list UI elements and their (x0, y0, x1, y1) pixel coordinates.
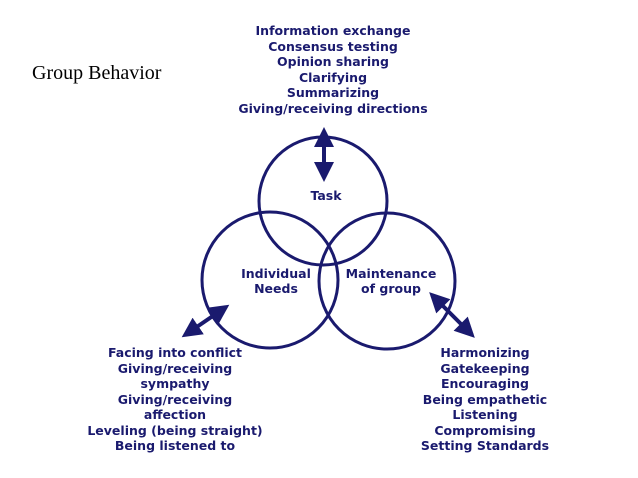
maintenance-behavior-item: Gatekeeping (440, 360, 530, 376)
maintenance-behavior-item: Harmonizing (440, 345, 530, 360)
maintenance-behavior-item: Setting Standards (420, 438, 550, 453)
maintenance-behavior-item: Compromising (434, 422, 536, 438)
task-behaviors-list: Information exchange Consensus testing O… (200, 23, 466, 116)
maintenance-behaviors-list: Harmonizing Gatekeeping Encouraging Bein… (388, 345, 582, 454)
individual-behavior-item: Facing into conflict (107, 345, 243, 360)
task-circle-label: Task (310, 188, 342, 203)
individual-arrow (181, 304, 230, 338)
individual-needs-label-line: Needs (254, 281, 298, 296)
individual-needs-label-line: Individual (241, 266, 311, 281)
task-behavior-item: Summarizing (286, 85, 380, 100)
maintenance-circle (317, 211, 457, 351)
individual-behavior-item: affection (143, 407, 207, 422)
maintenance-arrow (429, 292, 475, 338)
maintenance-label-line: Maintenance (345, 266, 437, 281)
individual-behavior-item: Leveling (being straight) (87, 422, 263, 438)
individual-behavior-item: Giving/receiving (117, 360, 233, 376)
individual-behaviors-list: Facing into conflict Giving/receiving sy… (50, 345, 300, 454)
task-behavior-item: Information exchange (255, 23, 411, 38)
maintenance-behavior-item: Being empathetic (422, 391, 548, 407)
task-behavior-item: Clarifying (298, 69, 368, 85)
task-behavior-item: Giving/receiving directions (238, 100, 428, 116)
slide-title: Group Behavior (32, 62, 162, 84)
task-behavior-item: Consensus testing (268, 38, 398, 54)
task-behavior-item: Opinion sharing (277, 54, 389, 69)
maintenance-label-line: of group (361, 281, 421, 296)
individual-behavior-item: Being listened to (114, 438, 236, 453)
individual-behavior-item: Giving/receiving (117, 391, 233, 407)
maintenance-label: Maintenance of group (332, 266, 450, 296)
individual-needs-circle (200, 210, 340, 350)
maintenance-behavior-item: Encouraging (440, 376, 529, 391)
individual-needs-label: Individual Needs (227, 266, 325, 296)
individual-behavior-item: sympathy (140, 376, 210, 391)
maintenance-behavior-item: Listening (452, 407, 518, 422)
